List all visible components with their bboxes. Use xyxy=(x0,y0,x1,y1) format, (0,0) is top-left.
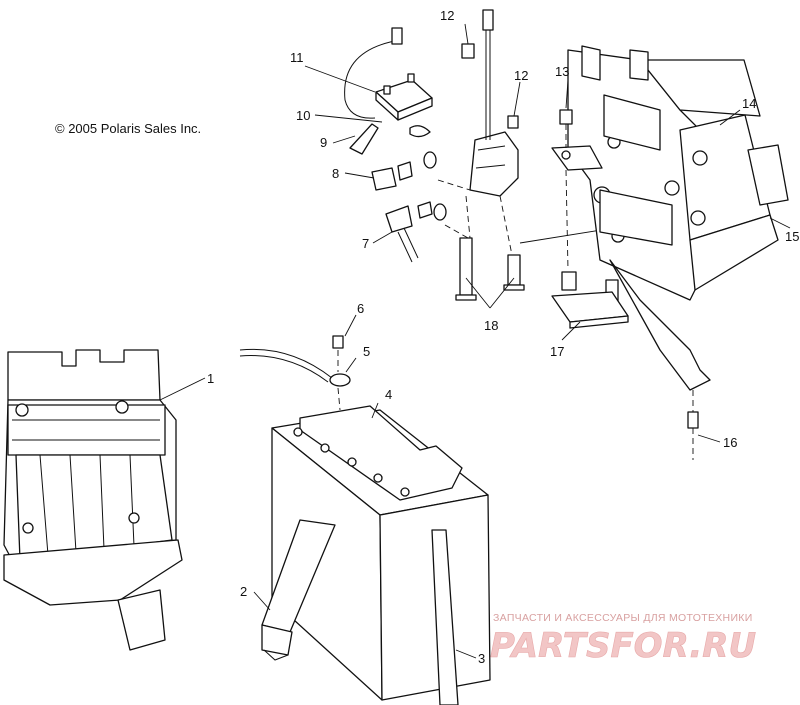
battery-cable xyxy=(239,314,357,411)
callout-3: 3 xyxy=(478,651,485,666)
watermark: ЗАПЧАСТИ И АКСЕССУАРЫ ДЛЯ МОТОТЕХНИКИ PA… xyxy=(490,612,757,666)
vent-tube xyxy=(431,529,477,705)
watermark-brand: PARTSFOR.RU xyxy=(490,626,756,666)
callout-14: 14 xyxy=(742,96,756,111)
callout-1: 1 xyxy=(207,371,214,386)
mounting-bracket xyxy=(551,45,791,460)
callout-7: 7 xyxy=(362,236,369,251)
callout-12-top: 12 xyxy=(440,8,454,23)
watermark-tagline: ЗАПЧАСТИ И АКСЕССУАРЫ ДЛЯ МОТОТЕХНИКИ xyxy=(493,612,753,624)
callout-15: 15 xyxy=(785,229,799,244)
callout-4: 4 xyxy=(385,387,392,402)
callout-10: 10 xyxy=(296,108,310,123)
battery-strap xyxy=(253,519,336,661)
callout-8: 8 xyxy=(332,166,339,181)
callout-16: 16 xyxy=(723,435,737,450)
callout-2: 2 xyxy=(240,584,247,599)
callout-13: 13 xyxy=(555,64,569,79)
callout-11: 11 xyxy=(290,50,304,65)
callout-9: 9 xyxy=(320,135,327,150)
callout-5: 5 xyxy=(363,344,370,359)
battery-box xyxy=(3,349,206,651)
solenoid-assembly xyxy=(304,9,696,309)
copyright-text: © 2005 Polaris Sales Inc. xyxy=(55,121,201,136)
callout-6: 6 xyxy=(357,301,364,316)
callout-12-right: 12 xyxy=(514,68,528,83)
callout-17: 17 xyxy=(550,344,564,359)
callout-18: 18 xyxy=(484,318,498,333)
